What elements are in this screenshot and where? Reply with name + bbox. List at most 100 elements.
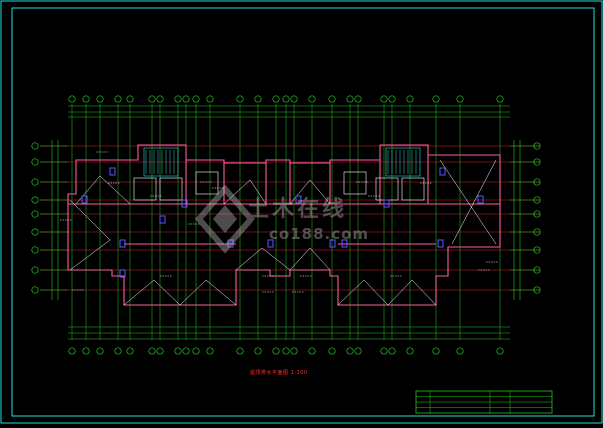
axis-bubble-top bbox=[96, 95, 104, 103]
dimension-rails bbox=[51, 105, 521, 340]
axis-bubble-top bbox=[192, 95, 200, 103]
axis-bubble-top bbox=[148, 95, 156, 103]
axis-bubble-bottom bbox=[192, 347, 200, 355]
axis-bubble-bottom bbox=[432, 347, 440, 355]
axis-bubble-right bbox=[533, 266, 541, 274]
axis-bubble-top bbox=[406, 95, 414, 103]
axis-bubble-bottom bbox=[236, 347, 244, 355]
axis-bubble-left bbox=[31, 228, 39, 236]
watermark-text: 土木在线 bbox=[247, 197, 348, 222]
roof-drains bbox=[81, 167, 484, 278]
axis-bubble-left bbox=[31, 246, 39, 254]
title-block bbox=[415, 390, 553, 414]
axis-bubble-bottom bbox=[406, 347, 414, 355]
axis-bubble-top bbox=[456, 95, 464, 103]
axis-bubble-top bbox=[354, 95, 362, 103]
axis-bubble-top bbox=[272, 95, 280, 103]
axis-bubble-top bbox=[236, 95, 244, 103]
axis-bubble-bottom bbox=[380, 347, 388, 355]
building-outline bbox=[67, 144, 501, 306]
axis-bubble-bottom bbox=[68, 347, 76, 355]
axis-bubble-left bbox=[31, 178, 39, 186]
axis-bubble-top bbox=[496, 95, 504, 103]
axis-bubble-top bbox=[308, 95, 316, 103]
axis-bubble-top bbox=[156, 95, 164, 103]
axis-bubble-bottom bbox=[254, 347, 262, 355]
roof-drain-icon bbox=[119, 269, 126, 278]
service-cores bbox=[133, 171, 425, 201]
axis-bubble-right bbox=[533, 228, 541, 236]
roof-drain-icon bbox=[181, 199, 188, 208]
axis-bubble-left bbox=[31, 266, 39, 274]
axis-bubble-left bbox=[31, 196, 39, 204]
axis-bubble-bottom bbox=[174, 347, 182, 355]
axis-bubble-bottom bbox=[282, 347, 290, 355]
axis-bubble-bottom bbox=[114, 347, 122, 355]
axis-bubble-top bbox=[254, 95, 262, 103]
roof-drain-icon bbox=[81, 195, 88, 204]
axis-bubble-bottom bbox=[126, 347, 134, 355]
stairwell-right bbox=[385, 147, 421, 177]
axis-bubble-bottom bbox=[206, 347, 214, 355]
roof-drain-icon bbox=[109, 167, 116, 176]
drawing-caption: 屋顶排水平面图 1:100 bbox=[250, 370, 308, 376]
axis-bubble-bottom bbox=[182, 347, 190, 355]
roof-drain-icon bbox=[227, 239, 234, 248]
roof-drain-icon bbox=[439, 167, 446, 176]
axis-bubble-top bbox=[432, 95, 440, 103]
axis-bubble-top bbox=[388, 95, 396, 103]
axis-bubble-right bbox=[533, 196, 541, 204]
axis-bubble-top bbox=[174, 95, 182, 103]
axis-bubble-top bbox=[346, 95, 354, 103]
axis-bubble-left bbox=[31, 142, 39, 150]
roof-drain-icon bbox=[437, 239, 444, 248]
roof-drain-icon bbox=[477, 195, 484, 204]
axis-bubble-top bbox=[380, 95, 388, 103]
axis-bubble-bottom bbox=[328, 347, 336, 355]
axis-bubble-left bbox=[31, 158, 39, 166]
axis-bubble-bottom bbox=[96, 347, 104, 355]
axis-bubble-bottom bbox=[388, 347, 396, 355]
axis-bubble-right bbox=[533, 210, 541, 218]
watermark: 土木在线 co188.com bbox=[195, 185, 395, 255]
axis-bubble-top bbox=[328, 95, 336, 103]
watermark-logo-icon bbox=[195, 185, 255, 254]
axis-bubble-bottom bbox=[456, 347, 464, 355]
stair-treads bbox=[145, 150, 417, 174]
roof-drain-icon bbox=[119, 239, 126, 248]
axis-bubble-top bbox=[206, 95, 214, 103]
axis-bubble-bottom bbox=[346, 347, 354, 355]
axis-bubble-top bbox=[282, 95, 290, 103]
axis-bubble-bottom bbox=[156, 347, 164, 355]
axis-bubble-top bbox=[82, 95, 90, 103]
axis-bubble-top bbox=[182, 95, 190, 103]
roof-drain-icon bbox=[295, 195, 302, 204]
axis-bubble-bottom bbox=[148, 347, 156, 355]
axis-bubble-bottom bbox=[308, 347, 316, 355]
axis-bubble-right bbox=[533, 178, 541, 186]
vertical-axis-lines bbox=[71, 104, 501, 340]
axis-bubble-bottom bbox=[272, 347, 280, 355]
axis-bubble-top bbox=[68, 95, 76, 103]
stairwell-left bbox=[143, 147, 179, 177]
roof-drain-icon bbox=[267, 239, 274, 248]
inner-frame bbox=[11, 7, 595, 417]
roof-drain-icon bbox=[383, 199, 390, 208]
roof-slope-lines bbox=[69, 159, 497, 306]
axis-bubble-right bbox=[533, 142, 541, 150]
roof-drain-icon bbox=[341, 239, 348, 248]
axis-bubbles bbox=[31, 95, 541, 355]
axis-bubble-top bbox=[126, 95, 134, 103]
roof-drain-icon bbox=[329, 239, 336, 248]
axis-bubble-right bbox=[533, 158, 541, 166]
axis-bubble-left bbox=[31, 210, 39, 218]
axis-bubble-left bbox=[31, 286, 39, 294]
axis-bubble-bottom bbox=[354, 347, 362, 355]
axis-bubble-bottom bbox=[82, 347, 90, 355]
plan-annotations bbox=[60, 151, 498, 293]
watermark-url: co188.com bbox=[269, 225, 370, 243]
axis-bubble-top bbox=[114, 95, 122, 103]
